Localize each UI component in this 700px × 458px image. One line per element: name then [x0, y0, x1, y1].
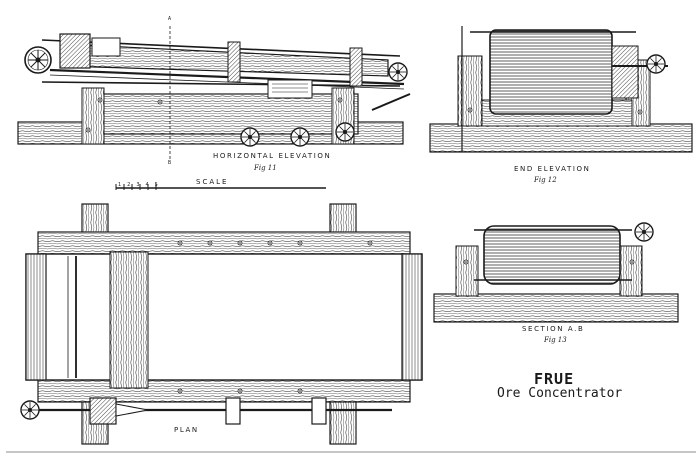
- end-base-sill: [429, 123, 693, 153]
- plan-rail-top: [37, 231, 411, 255]
- fig-12-label: Fig 12: [534, 176, 557, 184]
- plan-cone-pulley: [115, 403, 149, 417]
- left-post: [81, 87, 105, 145]
- section-mark-b: B: [168, 160, 172, 166]
- lower-gear-1: [240, 127, 260, 147]
- section-pulley: [634, 222, 654, 242]
- plan-tail-drum: [401, 253, 423, 381]
- fig-11-label: Fig 11: [254, 164, 277, 172]
- plan-belt: [25, 253, 423, 381]
- plan-gear-housing: [89, 397, 117, 425]
- table-clamp-2: [349, 47, 363, 87]
- end-elevation-view: [429, 26, 693, 153]
- maker-plate: [267, 79, 313, 99]
- end-drum: [489, 29, 613, 115]
- section-mark-a: A: [168, 16, 172, 22]
- plan-feed-board: [109, 251, 149, 389]
- long-rail: [49, 68, 405, 86]
- end-pulley: [646, 54, 666, 74]
- section-base-sill: [433, 293, 679, 323]
- lower-gear-2: [290, 127, 310, 147]
- frame-block: [97, 93, 359, 135]
- plan-caption: PLAN: [174, 426, 199, 434]
- plan-view: [20, 203, 423, 445]
- machine-title: FRUE: [534, 370, 575, 388]
- machine-subtitle: Ore Concentrator: [497, 386, 623, 401]
- scale-numbers: 1 2 3 4 5: [118, 182, 161, 188]
- horizontal-elevation-caption: HORIZONTAL ELEVATION: [213, 152, 332, 160]
- section-ab-view: [433, 222, 679, 323]
- end-bearing: [611, 45, 639, 99]
- section-drum: [483, 225, 621, 285]
- scale-bar: [115, 184, 326, 190]
- drive-gearbox: [59, 33, 91, 69]
- plan-head-drum: [25, 253, 47, 381]
- shaking-lever: [371, 93, 411, 111]
- table-clamp-1: [227, 41, 241, 83]
- scale-label: SCALE: [196, 178, 229, 186]
- drive-wheel: [24, 46, 52, 74]
- section-ab-caption: SECTION A.B: [522, 325, 585, 333]
- tail-pulley: [388, 62, 408, 82]
- fig-13-label: Fig 13: [544, 336, 567, 344]
- plan-drive-pulley: [20, 400, 40, 420]
- belt-bottom-run: [41, 81, 401, 87]
- horizontal-elevation-view: [17, 26, 411, 160]
- lower-gear-3: [335, 122, 355, 142]
- end-elevation-caption: END ELEVATION: [514, 165, 591, 173]
